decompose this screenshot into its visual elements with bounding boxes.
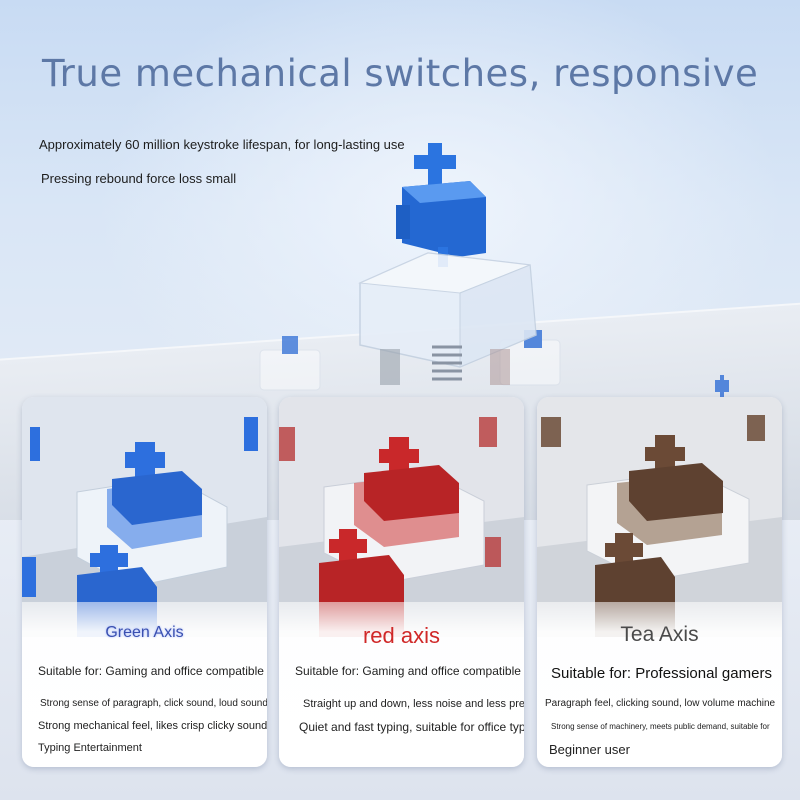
feature-lifespan: Approximately 60 million keystroke lifes… xyxy=(39,137,405,152)
red-keycap-stem xyxy=(364,437,459,521)
switch-pin-left xyxy=(380,349,400,385)
switch-card-green-axis: Green Axis Suitable for: Gaming and offi… xyxy=(22,397,267,767)
card-text-panel xyxy=(279,602,524,767)
clear-housing xyxy=(358,252,537,368)
blue-switch-side xyxy=(22,417,258,597)
card-suitable-for: Suitable for: Gaming and office compatib… xyxy=(295,664,521,678)
switch-card-tea-axis: Tea Axis Suitable for: Professional game… xyxy=(537,397,782,767)
red-switch-side xyxy=(279,417,501,567)
card-description-line: Beginner user xyxy=(549,742,630,757)
switch-pin-right xyxy=(490,349,510,385)
page-title: True mechanical switches, responsive xyxy=(42,52,759,95)
card-text-panel xyxy=(537,602,782,767)
blue-stem xyxy=(396,143,486,267)
feature-rebound: Pressing rebound force loss small xyxy=(41,171,237,186)
hero-blue-switch-illustration xyxy=(358,143,537,385)
brown-switch-side xyxy=(541,415,765,447)
blue-switch-photo xyxy=(22,397,267,637)
red-switch-photo xyxy=(279,397,524,637)
blue-keycap-stem xyxy=(112,442,202,525)
background-switch-left xyxy=(259,336,321,391)
card-description-line: Strong mechanical feel, likes crisp clic… xyxy=(38,720,267,732)
card-suitable-for: Suitable for: Gaming and office compatib… xyxy=(38,664,264,678)
card-description-line: Strong sense of paragraph, click sound, … xyxy=(40,698,267,709)
card-description-line: Typing Entertainment xyxy=(38,742,142,754)
card-suitable-for: Suitable for: Professional gamers xyxy=(551,665,772,682)
card-text-panel xyxy=(22,602,267,767)
card-title: red axis xyxy=(362,623,441,648)
card-description-line: Strong sense of machinery, meets public … xyxy=(551,722,770,731)
card-title: Green Axis xyxy=(105,624,184,641)
card-description-line: Straight up and down, less noise and les… xyxy=(303,698,524,710)
card-description-line: Paragraph feel, clicking sound, low volu… xyxy=(545,698,776,709)
card-title: Tea Axis xyxy=(620,623,699,646)
brown-switch-photo xyxy=(537,397,782,637)
switch-card-red-axis: red axis Suitable for: Gaming and office… xyxy=(279,397,524,767)
card-description-line: Quiet and fast typing, suitable for offi… xyxy=(299,720,524,734)
spring xyxy=(432,345,462,381)
brown-keycap-stem xyxy=(629,435,723,521)
